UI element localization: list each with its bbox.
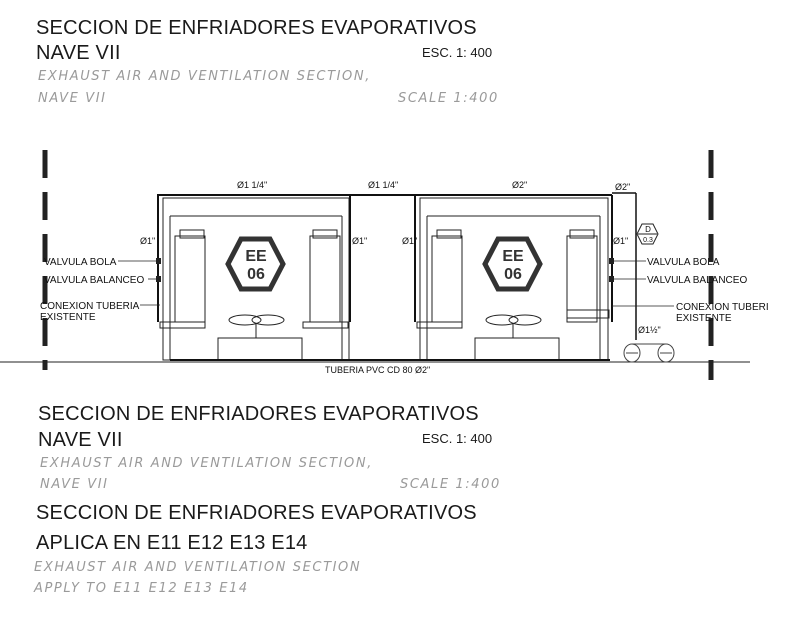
block-2-subtitle-line1: EXHAUST AIR AND VENTILATION SECTION, — [40, 456, 373, 471]
leader-lines — [118, 260, 674, 307]
block-1-subtitle-line1: EXHAUST AIR AND VENTILATION SECTION, — [38, 69, 371, 84]
valve-markers — [156, 258, 614, 282]
drop-4-label: Ø1" — [613, 236, 628, 246]
block-3-title-line1: SECCION DE ENFRIADORES EVAPORATIVOS — [36, 502, 477, 524]
evaporative-cooler-section-drawing: EE 06 EE 06 — [0, 150, 769, 380]
unit-2-logo-bottom: 06 — [504, 266, 522, 283]
block-1-scale: ESC. 1: 400 — [422, 45, 493, 60]
block-1-subtitle-line2: NAVE VII — [38, 91, 107, 106]
conn-left-label-1: CONEXION TUBERIA — [40, 301, 140, 312]
block-3-title-line2: APLICA EN E11 E12 E13 E14 — [36, 532, 308, 554]
unit-1-logo-top: EE — [245, 248, 267, 265]
conn-right-label-2: EXISTENTE — [676, 313, 732, 324]
conn-right-label-1: CONEXION TUBERI — [676, 302, 769, 313]
detail-marker-top: D — [645, 225, 651, 234]
block-3-subtitle-line2: APPLY TO E11 E12 E13 E14 — [34, 581, 249, 596]
drop-1-label: Ø1" — [140, 236, 155, 246]
valve-ball-left-label: VALVULA BOLA — [44, 257, 117, 268]
pipe-top-mid-label: Ø1 1/4" — [368, 180, 398, 190]
cooler-unit-2-logo: EE 06 — [482, 236, 543, 292]
valve-balance-right-label: VALVULA BALANCEO — [647, 275, 747, 286]
drain-fittings — [623, 343, 675, 363]
bottom-pipe-label: TUBERIA PVC CD 80 Ø2" — [325, 365, 430, 375]
cooler-unit-2 — [416, 197, 610, 361]
drop-3-label: Ø1" — [402, 236, 417, 246]
conn-left-label-2: EXISTENTE — [40, 312, 96, 323]
unit-2-logo-top: EE — [502, 248, 524, 265]
block-1-title-line2: NAVE VII — [36, 42, 121, 64]
block-2-subtitle-scale: SCALE 1:400 — [400, 477, 501, 492]
valve-ball-right-label: VALVULA BOLA — [647, 257, 720, 268]
detail-marker-icon: D 0.3 — [636, 223, 659, 245]
pipe-top-far-label: Ø2" — [615, 182, 630, 192]
block-1-title-line1: SECCION DE ENFRIADORES EVAPORATIVOS — [36, 17, 477, 39]
detail-marker-bottom: 0.3 — [643, 237, 653, 244]
block-2-subtitle-line2: NAVE VII — [40, 477, 109, 492]
side-pipe-label: Ø1½" — [638, 325, 661, 335]
block-2-scale: ESC. 1: 400 — [422, 431, 493, 446]
drop-2-label: Ø1" — [352, 236, 367, 246]
block-2-title-line2: NAVE VII — [38, 429, 123, 451]
block-2-title-line1: SECCION DE ENFRIADORES EVAPORATIVOS — [38, 403, 479, 425]
unit-1-logo-bottom: 06 — [247, 266, 265, 283]
pipe-top-right-label: Ø2" — [512, 180, 527, 190]
cooler-unit-1-logo: EE 06 — [225, 236, 286, 292]
block-3-subtitle-line1: EXHAUST AIR AND VENTILATION SECTION — [34, 560, 362, 575]
block-1-subtitle-scale: SCALE 1:400 — [398, 91, 499, 106]
valve-balance-left-label: VALVULA BALANCEO — [44, 275, 144, 286]
pipe-top-left-label: Ø1 1/4" — [237, 180, 267, 190]
